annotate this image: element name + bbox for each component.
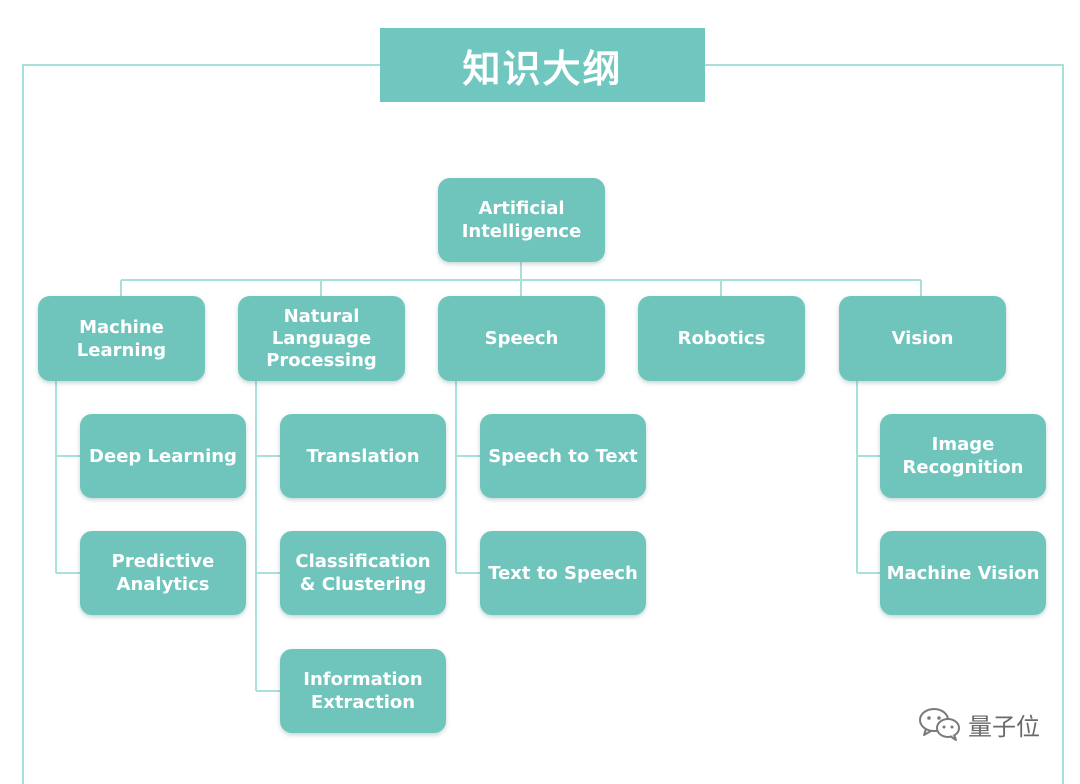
node-speech-to-text: Speech to Text (480, 414, 646, 498)
node-root: Artificial Intelligence (438, 178, 605, 262)
node-image-recognition: Image Recognition (880, 414, 1046, 498)
node-classification-clustering: Classification & Clustering (280, 531, 446, 615)
watermark-text: 量子位 (968, 712, 1040, 741)
wechat-icon (918, 706, 962, 742)
node-robotics: Robotics (638, 296, 805, 381)
node-speech: Speech (438, 296, 605, 381)
node-machine-vision: Machine Vision (880, 531, 1046, 615)
node-information-extraction: Information Extraction (280, 649, 446, 733)
node-vision: Vision (839, 296, 1006, 381)
node-deep-learning: Deep Learning (80, 414, 246, 498)
page-title: 知识大纲 (380, 28, 705, 102)
node-machine-learning: Machine Learning (38, 296, 205, 381)
node-translation: Translation (280, 414, 446, 498)
node-predictive-analytics: Predictive Analytics (80, 531, 246, 615)
node-text-to-speech: Text to Speech (480, 531, 646, 615)
watermark: 量子位 (918, 706, 1040, 742)
node-natural-language-processing: Natural Language Processing (238, 296, 405, 381)
